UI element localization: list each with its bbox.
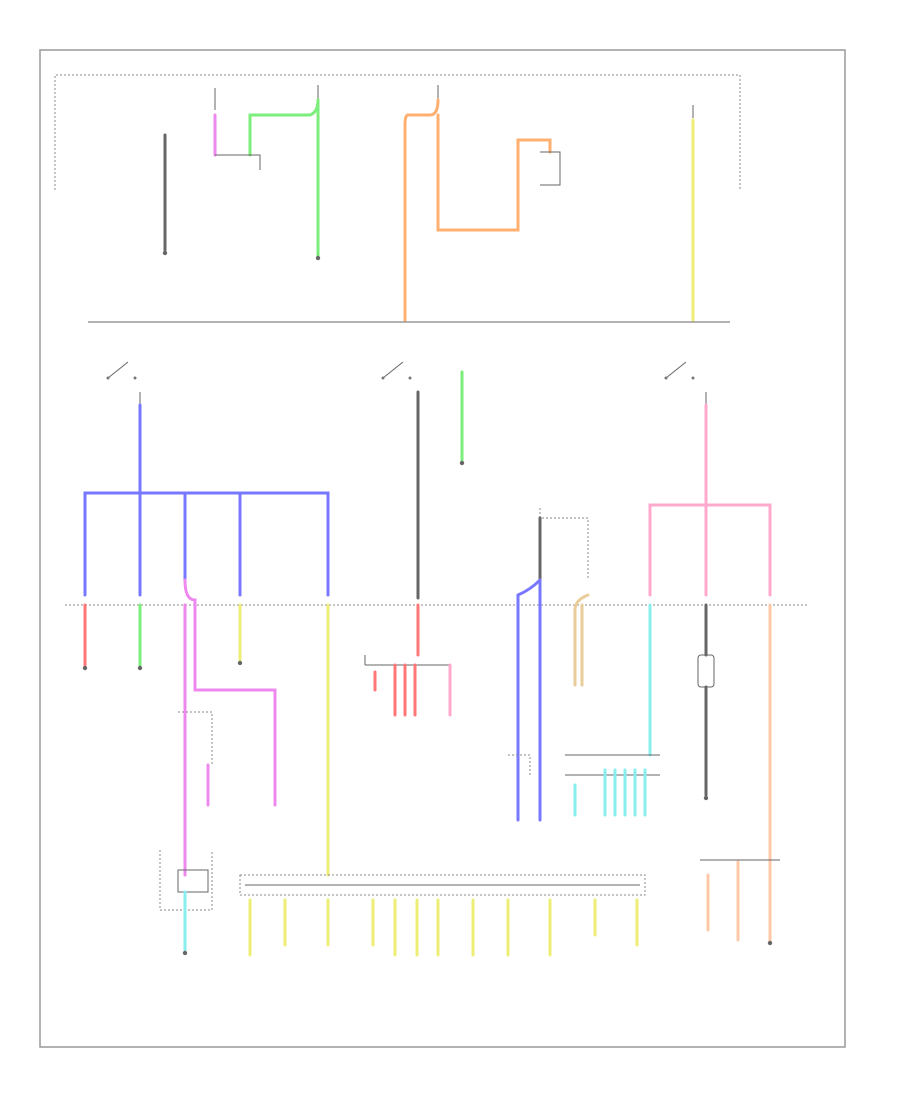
ignition-switch [88,321,730,380]
wire-magenta-2 [183,578,277,807]
wire-blue-5 [516,578,542,822]
wire-orange-2 [436,113,552,232]
wire-orange-1 [403,98,440,322]
diagram-frame [39,49,846,1048]
wire-tan-1 [573,593,590,687]
wire-green-1 [248,98,320,157]
mid-section-wires [83,370,772,600]
lower-section-wires [82,578,780,957]
top-section-wires [162,85,695,322]
wire-pink-2 [648,503,772,597]
top-fuse-box [54,74,741,190]
wire-blue-2 [83,491,330,597]
bottom-yellow-drops [248,898,639,957]
